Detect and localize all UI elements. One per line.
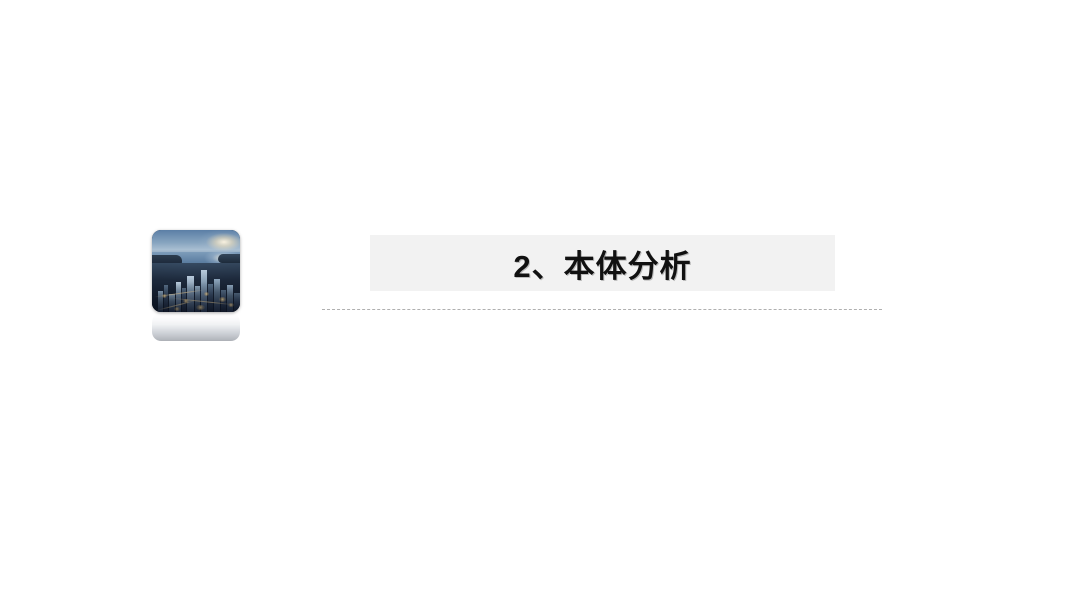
photo-bottom-shade: [152, 282, 240, 312]
section-title-band: [370, 235, 835, 291]
thumbnail-reflection: [152, 313, 240, 341]
photo-headland-right: [218, 254, 240, 263]
photo-city-layer: [152, 263, 240, 312]
section-divider: [322, 309, 882, 310]
cityscape-photo-icon: [152, 230, 240, 312]
page-title: 2、本体分析: [513, 248, 692, 284]
section-thumbnail: [152, 230, 240, 342]
reflection-city-band: [152, 325, 240, 341]
photo-headland-left: [152, 255, 182, 265]
